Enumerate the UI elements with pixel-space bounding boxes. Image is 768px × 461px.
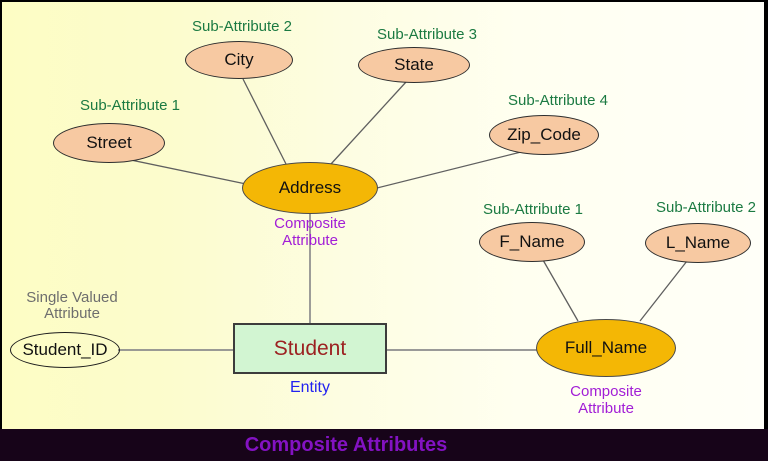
attribute-ellipse-l-name: L_Name	[645, 223, 751, 263]
caption-composite-line1: Composite	[570, 383, 642, 400]
caption-composite-attribute-full-name: Composite Attribute	[546, 383, 666, 417]
title-bar: Composite Attributes	[0, 429, 768, 461]
caption-sub-attribute-1-street: Sub-Attribute 1	[79, 97, 181, 114]
caption-single-valued-line2: Attribute	[44, 305, 100, 322]
attribute-ellipse-zip-code: Zip_Code	[489, 115, 599, 155]
caption-single-valued-line1: Single Valued	[26, 289, 118, 306]
attribute-ellipse-f-name: F_Name	[479, 222, 585, 262]
caption-composite-attribute-address: Composite Attribute	[250, 215, 370, 249]
caption-composite-line2: Attribute	[578, 400, 634, 417]
attribute-ellipse-address: Address	[242, 162, 378, 214]
entity-rect-student: Student	[233, 323, 387, 374]
caption-single-valued-attribute: Single Valued Attribute	[12, 290, 132, 322]
caption-sub-attribute-2-city: Sub-Attribute 2	[191, 18, 293, 35]
attribute-label-f-name: F_Name	[499, 232, 565, 251]
diagram-title: Composite Attributes	[244, 433, 448, 456]
attribute-ellipse-city: City	[185, 41, 293, 79]
attribute-ellipse-state: State	[358, 47, 470, 83]
caption-composite-line2: Attribute	[282, 232, 338, 249]
attribute-ellipse-full-name: Full_Name	[536, 319, 676, 377]
caption-sub-attribute-4-zip-code: Sub-Attribute 4	[507, 92, 609, 109]
attribute-ellipse-student-id: Student_ID	[10, 332, 120, 368]
caption-sub-attribute-2-l-name: Sub-Attribute 2	[655, 199, 757, 216]
attribute-label-l-name: L_Name	[665, 233, 731, 252]
attribute-label-full-name: Full_Name	[564, 338, 648, 357]
attribute-label-address: Address	[278, 178, 342, 197]
caption-sub-attribute-1-f-name: Sub-Attribute 1	[482, 201, 584, 218]
entity-label-student: Student	[273, 336, 347, 360]
caption-sub-attribute-3-state: Sub-Attribute 3	[376, 26, 478, 43]
attribute-label-street: Street	[86, 133, 132, 152]
caption-entity: Entity	[289, 379, 330, 396]
attribute-label-city: City	[224, 50, 254, 69]
attribute-label-student-id: Student_ID	[22, 340, 108, 359]
attribute-label-zip-code: Zip_Code	[507, 125, 581, 144]
caption-composite-line1: Composite	[274, 215, 346, 232]
attribute-ellipse-street: Street	[53, 123, 165, 163]
attribute-label-state: State	[394, 55, 434, 74]
